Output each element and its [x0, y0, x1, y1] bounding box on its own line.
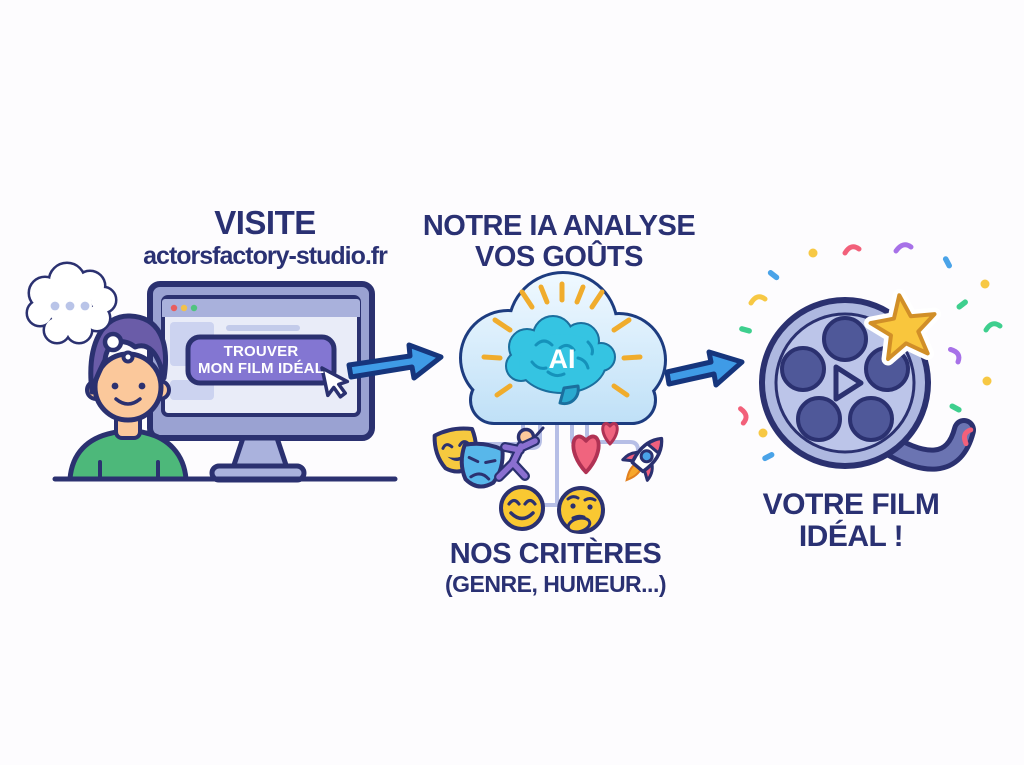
button-line1: TROUVER	[223, 343, 299, 360]
result-heading: VOTRE FILM IDÉAL !	[731, 489, 971, 553]
step1-title: VISITE	[214, 204, 316, 241]
ai-cloud-icon	[459, 271, 667, 425]
actor-icon	[494, 426, 545, 482]
smile	[114, 397, 142, 406]
ai-label: AI	[548, 344, 576, 374]
thinking-hand	[566, 516, 592, 534]
text-line	[226, 325, 300, 331]
smiley-emoji-icon	[499, 485, 545, 531]
button-line2: MON FILM IDÉAL	[197, 360, 325, 377]
criteria-subtitle: (GENRE, HUMEUR...)	[445, 571, 667, 597]
ai-brain-icon	[505, 315, 616, 406]
person-at-computer	[67, 313, 189, 482]
browser-bar	[162, 299, 360, 317]
step2-line1: NOTRE IA ANALYSE	[422, 210, 696, 242]
trouver-button-shape[interactable]	[185, 334, 337, 386]
result-line1: VOTRE FILM	[762, 488, 940, 521]
confetti	[738, 242, 1003, 462]
theater-masks-icon	[432, 426, 505, 489]
film-reel-icon	[759, 288, 976, 472]
arrow-right-icon	[664, 349, 745, 388]
criteria-heading: NOS CRITÈRES (GENRE, HUMEUR...)	[413, 539, 698, 597]
window-close-dot	[170, 304, 178, 312]
window-maximize-dot	[190, 304, 198, 312]
star-icon	[864, 288, 942, 366]
trouver-button-label[interactable]: TROUVER MON FILM IDÉAL	[188, 337, 334, 383]
step1-site-url: actorsfactory-studio.fr	[143, 242, 388, 270]
arrow-right-icon	[346, 342, 444, 381]
rocket-icon	[621, 436, 664, 482]
result-line2: IDÉAL !	[798, 520, 904, 553]
criteria-title: NOS CRITÈRES	[449, 538, 662, 570]
brain-stem	[558, 384, 580, 406]
step2-heading: NOTRE IA ANALYSE VOS GOÛTS	[409, 211, 709, 273]
step2-line2: VOS GOÛTS	[475, 241, 643, 273]
step1-heading: VISITE actorsfactory-studio.fr	[100, 206, 430, 269]
window-minimize-dot	[180, 304, 188, 312]
sparkle-rays	[481, 281, 643, 398]
cursor-icon	[320, 366, 350, 399]
play-triangle-icon	[833, 364, 864, 402]
hearts-icon	[571, 422, 619, 475]
thinking-emoji-icon	[557, 486, 605, 534]
thought-bubble-icon	[25, 261, 135, 364]
